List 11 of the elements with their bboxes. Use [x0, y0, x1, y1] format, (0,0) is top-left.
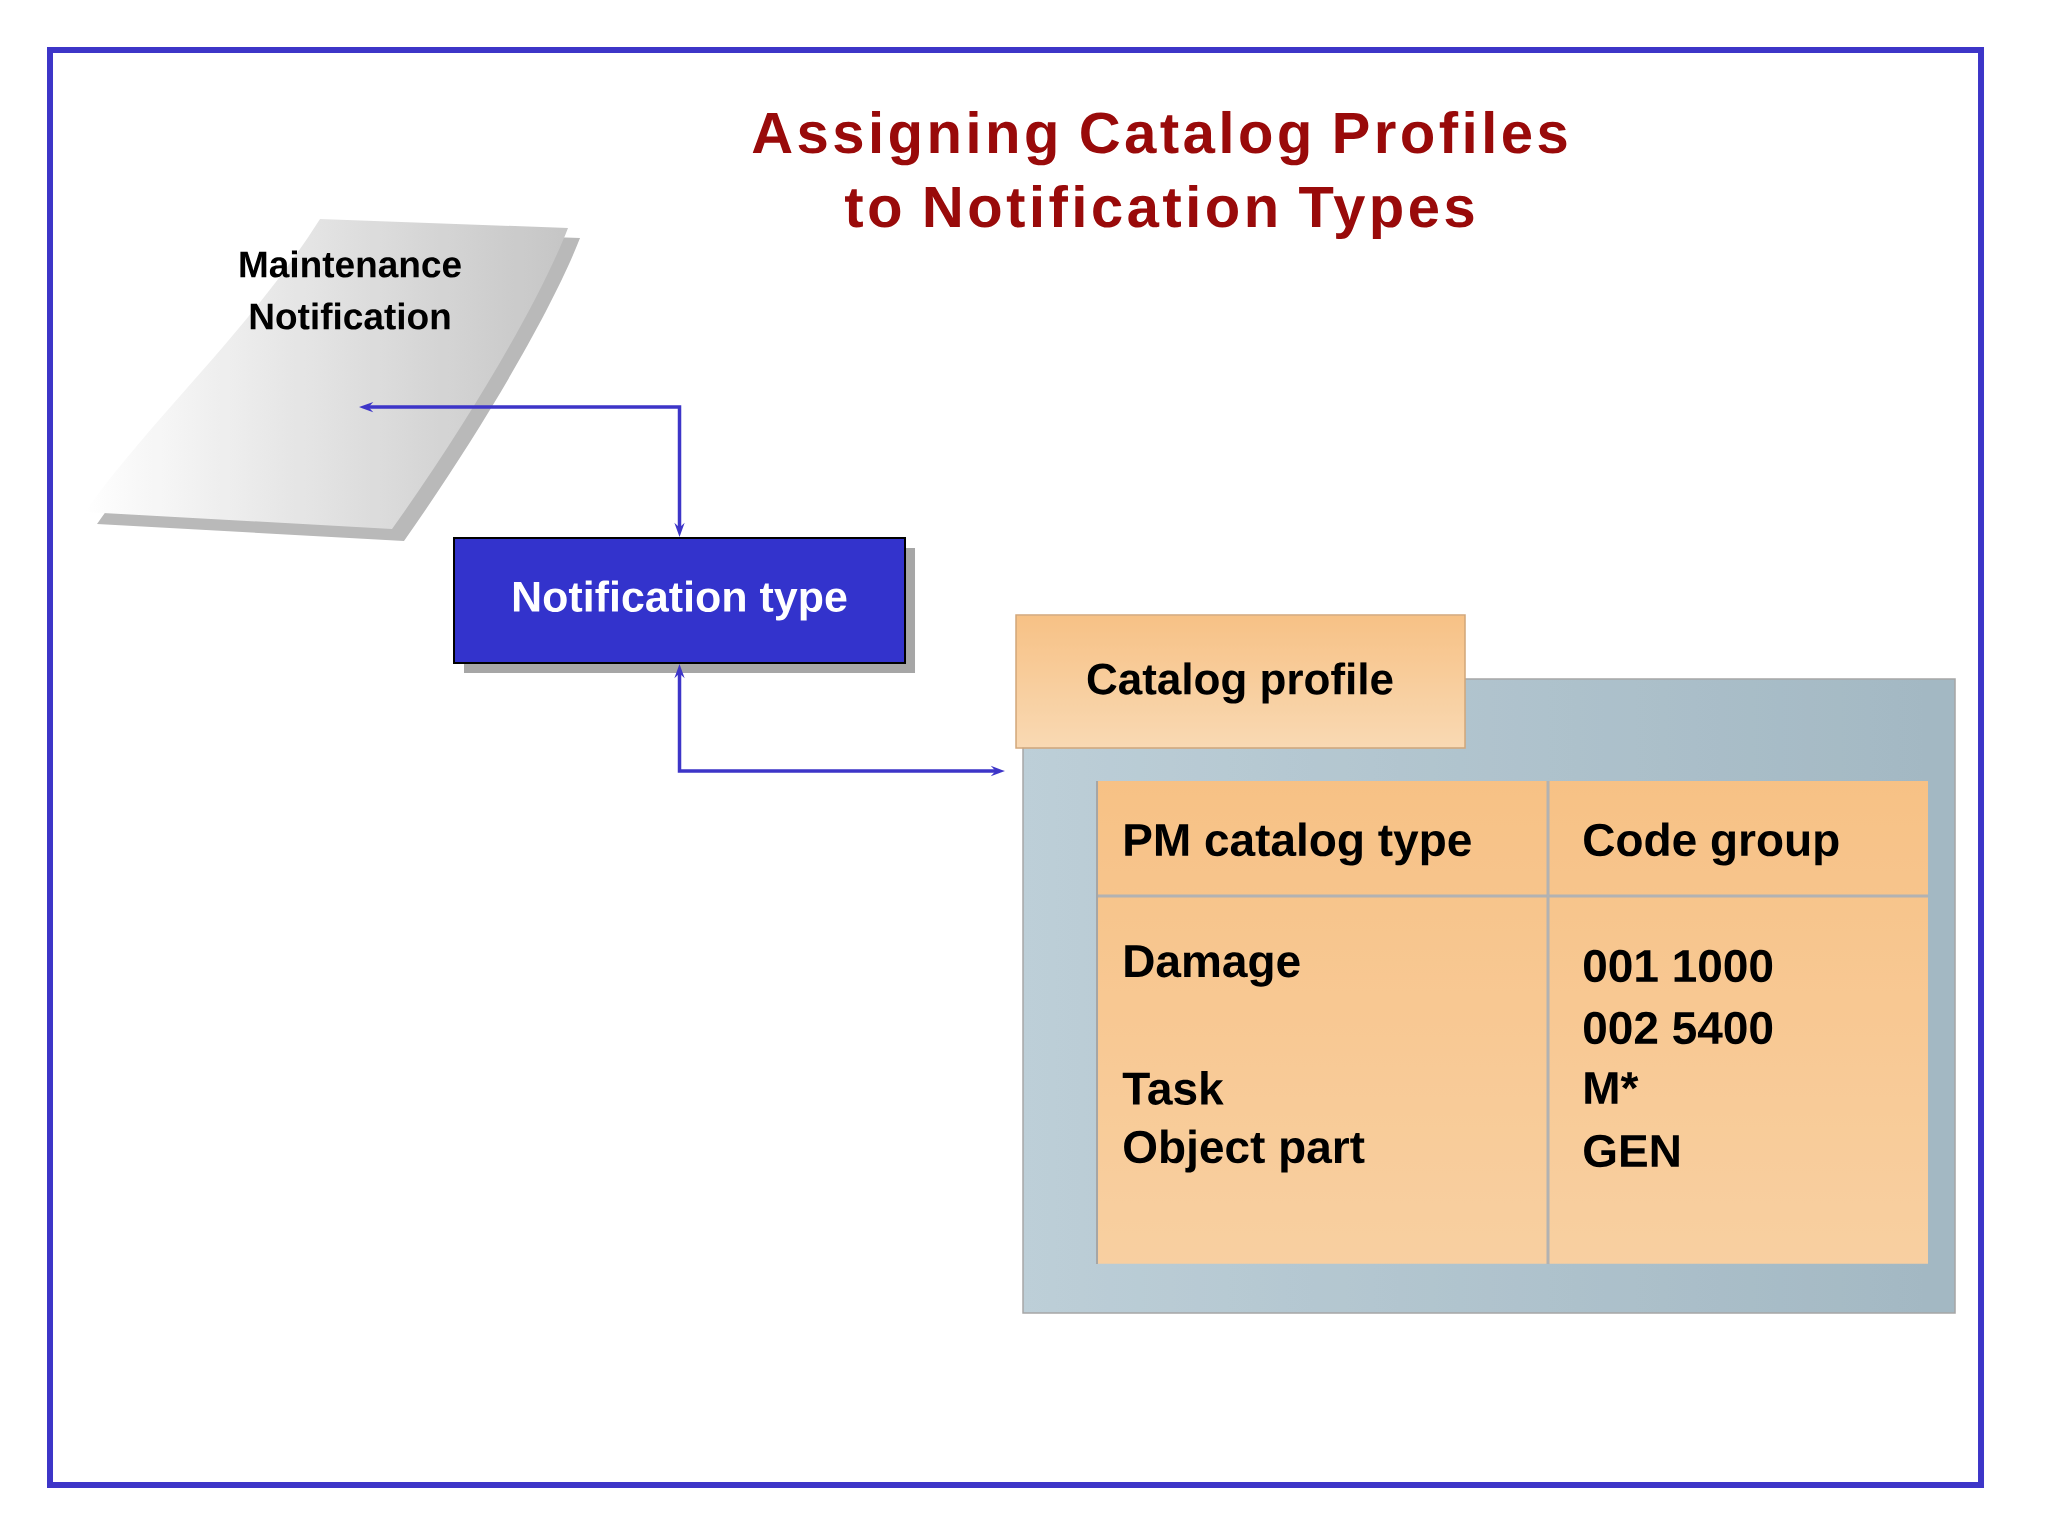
- table-cell: GEN: [1584, 1134, 1679, 1168]
- table-cell: Object part: [1124, 1129, 1365, 1173]
- table-cell: 001 1000: [1584, 949, 1773, 983]
- column-header: PM catalog type: [1125, 822, 1471, 866]
- table-cell: Damage: [1125, 945, 1300, 987]
- notification-type-box: Notification type: [453, 537, 915, 673]
- table-cell: M*: [1585, 1072, 1639, 1104]
- title: Assigning Catalog Profiles to Notification Types: [752, 110, 1567, 239]
- column-header: Code group: [1584, 822, 1839, 866]
- table-cell: Task: [1122, 1071, 1224, 1105]
- table-cell: 002 5400: [1584, 1011, 1773, 1045]
